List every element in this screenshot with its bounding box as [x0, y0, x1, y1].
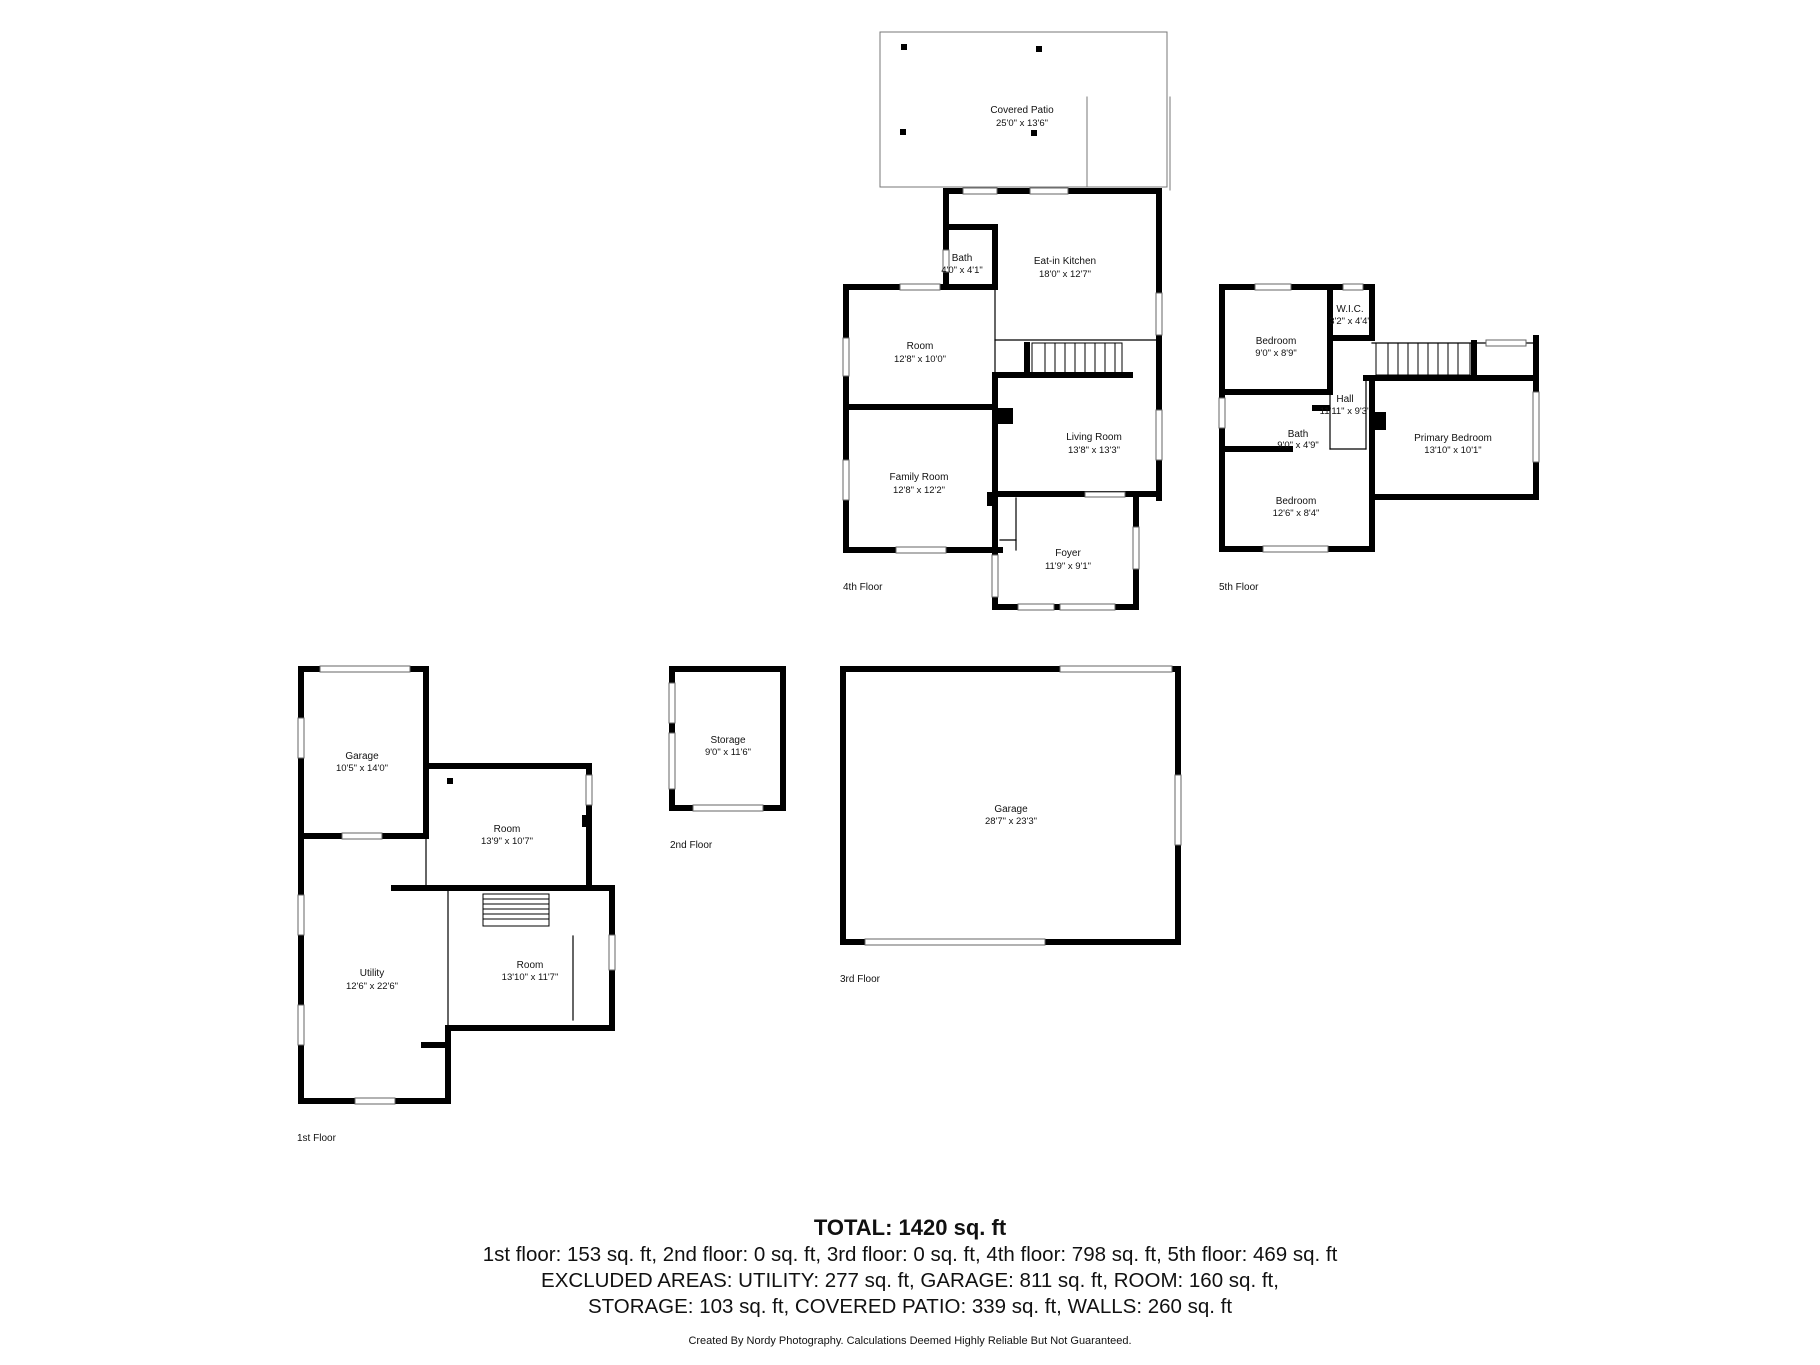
room-dimensions: 28'7" x 23'3" [985, 816, 1037, 827]
room-label: Garage [994, 804, 1028, 815]
room-label: Storage [710, 735, 745, 746]
room-dimensions: 13'10" x 11'7" [502, 972, 559, 983]
room-dimensions: 9'0" x 8'9" [1255, 348, 1297, 359]
room-label: Room [494, 824, 521, 835]
first-floor-plan [297, 665, 616, 1105]
room-dimensions: 9'0" x 4'9" [1277, 440, 1319, 451]
room-label: Hall [1336, 394, 1353, 405]
room-label: Room [907, 341, 934, 352]
fourth-floor-columns [987, 408, 1013, 506]
room-label: Foyer [1055, 548, 1081, 559]
room-labels: Covered Patio 25'0" x 13'6" Eat-in Kitch… [336, 105, 1492, 992]
room-dimensions: 12'8" x 10'0" [894, 354, 946, 365]
total-area: TOTAL: 1420 sq. ft [813, 1215, 1007, 1240]
fifth-floor-windows [1218, 283, 1540, 553]
room-dimensions: 10'5" x 14'0" [336, 763, 388, 774]
room-dimensions: 13'9" x 10'7" [481, 836, 533, 847]
excluded-areas-line-2: STORAGE: 103 sq. ft, COVERED PATIO: 339 … [587, 1295, 1233, 1318]
first-floor-thin-walls [425, 835, 574, 1029]
room-label: Covered Patio [990, 105, 1054, 116]
fifth-floor-column [1372, 412, 1386, 430]
room-dimensions: 4'0" x 4'1" [941, 265, 983, 276]
first-floor-stairs [482, 893, 550, 927]
fourth-floor-stairs [1031, 342, 1123, 374]
room-dimensions: 13'8" x 13'3" [1068, 445, 1120, 456]
fourth-floor-windows [842, 187, 1163, 611]
room-label: Room [517, 960, 544, 971]
fifth-floor-stairs [1375, 342, 1471, 376]
room-dimensions: 12'6" x 22'6" [346, 981, 398, 992]
third-floor-plan [840, 665, 1182, 946]
room-label: W.I.C. [1336, 304, 1363, 315]
fourth-floor-thin-walls [994, 286, 1160, 551]
floor-label: 1st Floor [297, 1133, 337, 1144]
third-floor-openings [864, 665, 1182, 946]
covered-patio-outline [879, 31, 1171, 191]
fifth-floor-plan [1218, 283, 1540, 553]
room-label: Bedroom [1276, 496, 1317, 507]
room-dimensions: 3'2" x 4'4" [1329, 316, 1371, 327]
room-dimensions: 18'0" x 12'7" [1039, 269, 1091, 280]
room-label: Family Room [890, 472, 949, 483]
room-label: Bath [1288, 429, 1309, 440]
room-dimensions: 13'10" x 10'1" [1424, 445, 1481, 456]
room-label: Primary Bedroom [1414, 433, 1492, 444]
room-dimensions: 11'11" x 9'3" [1320, 406, 1371, 417]
room-label: Utility [360, 968, 384, 979]
room-dimensions: 12'8" x 12'2" [893, 485, 945, 496]
room-dimensions: 11'9" x 9'1" [1045, 561, 1091, 572]
first-floor-windows [297, 665, 616, 1105]
floor-labels: 4th Floor 5th Floor 1st Floor 2nd Floor … [297, 582, 1259, 1144]
floor-label: 4th Floor [843, 582, 883, 593]
second-floor-windows [668, 682, 764, 812]
room-label: Eat-in Kitchen [1034, 256, 1096, 267]
fourth-floor-plan [842, 31, 1171, 611]
room-label: Bedroom [1256, 336, 1297, 347]
floor-area-breakdown: 1st floor: 153 sq. ft, 2nd floor: 0 sq. … [482, 1243, 1338, 1266]
floor-label: 3rd Floor [840, 974, 881, 985]
fourth-floor-walls [843, 188, 1162, 610]
credit-note: Created By Nordy Photography. Calculatio… [688, 1335, 1132, 1347]
room-label: Living Room [1066, 432, 1122, 443]
excluded-areas-line-1: EXCLUDED AREAS: UTILITY: 277 sq. ft, GAR… [541, 1269, 1279, 1292]
floor-label: 2nd Floor [670, 840, 713, 851]
room-dimensions: 9'0" x 11'6" [705, 747, 751, 758]
first-floor-walls [298, 666, 615, 1104]
room-dimensions: 25'0" x 13'6" [996, 118, 1048, 129]
room-label: Bath [952, 253, 973, 264]
room-label: Garage [345, 751, 379, 762]
patio-posts [900, 44, 1042, 136]
first-floor-markers [447, 778, 590, 827]
room-dimensions: 12'6" x 8'4" [1273, 508, 1320, 519]
second-floor-plan [668, 666, 786, 812]
floor-label: 5th Floor [1219, 582, 1259, 593]
